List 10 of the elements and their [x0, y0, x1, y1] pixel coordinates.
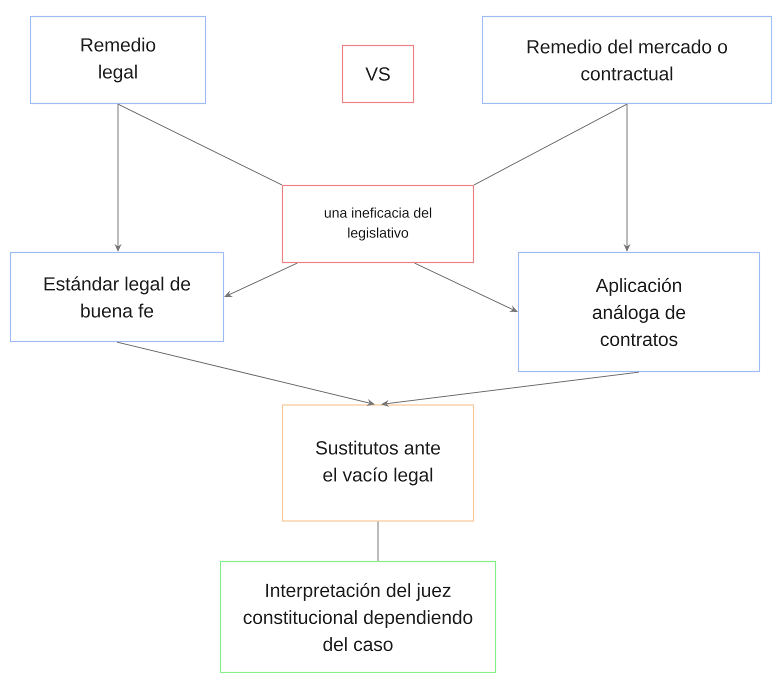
vs-box: VS — [342, 44, 414, 104]
process-box: Remedio del mercado o contractual — [482, 16, 772, 104]
connector-line — [118, 104, 282, 186]
connector-line — [474, 104, 628, 186]
process-box: Estándar legal de buena fe — [10, 252, 224, 342]
process-box: Sustitutos ante el vacío legal — [282, 404, 474, 522]
central-box: una ineficacia del legislativo — [282, 184, 474, 264]
process-box: Remedio legal — [30, 16, 206, 104]
process-box: Aplicación análoga de contratos — [518, 252, 760, 372]
result-box: Interpretación del juez constitucional dependiendo del caso — [220, 560, 496, 673]
